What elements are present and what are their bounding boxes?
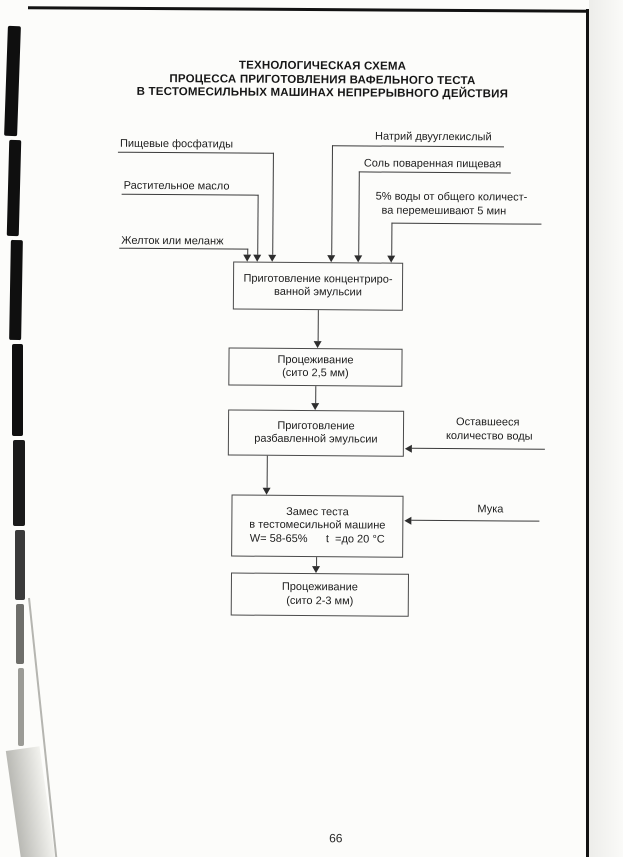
- label-yolk-or-melange: Желток или меланж: [121, 234, 224, 248]
- flowchart-box-concentrated-emulsion: Приготовление концентриро- ванной эмульс…: [232, 261, 404, 311]
- scan-binding-mark: [15, 530, 25, 600]
- flowchart-box-diluted-emulsion: Приготовление разбавленной эмульсии: [227, 409, 405, 457]
- box5-line2: (сито 2-3 мм): [286, 594, 354, 607]
- flowchart-box-straining-2: Процеживание (сито 2-3 мм): [230, 572, 409, 617]
- label-vegetable-oil: Растительное масло: [123, 179, 230, 193]
- title-line-3: В ТЕСТОМЕСИЛЬНЫХ МАШИНАХ НЕПРЕРЫВНОГО ДЕ…: [136, 85, 509, 101]
- label-water-5pct-line2: ва перемешивают 5 мин: [381, 204, 507, 218]
- arrowhead-water-5pct: [387, 255, 396, 263]
- arrowhead-flour: [404, 516, 412, 525]
- line-flour: [411, 519, 540, 522]
- line-vegetable-oil: [121, 193, 259, 196]
- arrowhead-box4-box5: [312, 566, 321, 574]
- box1-line1: Приготовление концентриро-: [243, 272, 393, 286]
- arrowhead-box1-box2: [313, 341, 322, 349]
- line-phosphatides-drop: [272, 152, 274, 255]
- connector-box1-box2: [317, 310, 319, 342]
- line-water-5pct-drop: [391, 222, 393, 256]
- page-number: 66: [329, 831, 343, 846]
- connector-box2-box3: [315, 386, 317, 404]
- label-phosphatides: Пищевые фосфатиды: [119, 137, 234, 151]
- scan-binding-mark: [18, 668, 24, 746]
- line-table-salt-drop: [358, 171, 360, 256]
- box4-line2: в тестомесильной машине: [249, 518, 386, 532]
- arrowhead-box2-box3: [311, 403, 320, 411]
- line-remaining-water: [411, 447, 545, 450]
- box2-line2: (сито 2,5 мм): [282, 366, 349, 380]
- label-water-5pct-line1: 5% воды от общего количест-: [375, 190, 528, 204]
- box4-line3: W= 58-65% t =до 20 °С: [249, 532, 385, 546]
- box3-line1: Приготовление: [277, 419, 355, 432]
- arrowhead-sodium-bicarbonate: [327, 255, 336, 263]
- label-remaining-water-line1: Оставшееся: [456, 416, 520, 429]
- box5-line1: Процеживание: [281, 580, 358, 594]
- scan-binding-mark: [12, 344, 23, 436]
- line-sodium-bicarbonate: [331, 145, 504, 148]
- line-yolk: [119, 247, 249, 250]
- label-flour: Мука: [477, 503, 504, 516]
- label-sodium-bicarbonate: Натрий двууглекислый: [375, 130, 492, 144]
- arrowhead-vegetable-oil: [253, 254, 262, 262]
- line-table-salt: [358, 171, 511, 174]
- line-phosphatides: [117, 151, 274, 154]
- arrowhead-phosphatides: [268, 254, 277, 262]
- arrowhead-table-salt: [354, 255, 363, 263]
- box1-line2: ванной эмульсии: [274, 285, 362, 299]
- arrowhead-box3-box4: [262, 487, 271, 495]
- page-title: ТЕХНОЛОГИЧЕСКАЯ СХЕМА ПРОЦЕССА ПРИГОТОВЛ…: [62, 58, 582, 102]
- label-remaining-water-line2: количество воды: [445, 430, 533, 443]
- connector-box4-box5: [316, 557, 318, 567]
- line-sodium-bicarbonate-drop: [331, 145, 333, 256]
- scan-right-page-edge: [589, 0, 623, 857]
- box3-line2: разбавленной эмульсии: [254, 432, 378, 446]
- box2-line1: Процеживание: [277, 353, 354, 366]
- connector-box3-box4: [266, 455, 268, 488]
- arrowhead-remaining-water: [404, 444, 412, 453]
- scan-binding-mark: [16, 604, 24, 664]
- scan-binding-mark: [13, 440, 25, 526]
- line-vegetable-oil-drop: [257, 194, 259, 255]
- line-water-5pct: [391, 222, 542, 225]
- arrowhead-yolk: [243, 254, 252, 262]
- flowchart-box-kneading: Замес теста в тестомесильной машине W= 5…: [231, 494, 404, 558]
- box4-line1: Замес теста: [286, 505, 349, 519]
- scan-right-edge-line: [586, 9, 589, 857]
- label-table-salt: Соль поваренная пищевая: [363, 157, 502, 171]
- flowchart-box-straining-1: Процеживание (сито 2,5 мм): [228, 347, 403, 387]
